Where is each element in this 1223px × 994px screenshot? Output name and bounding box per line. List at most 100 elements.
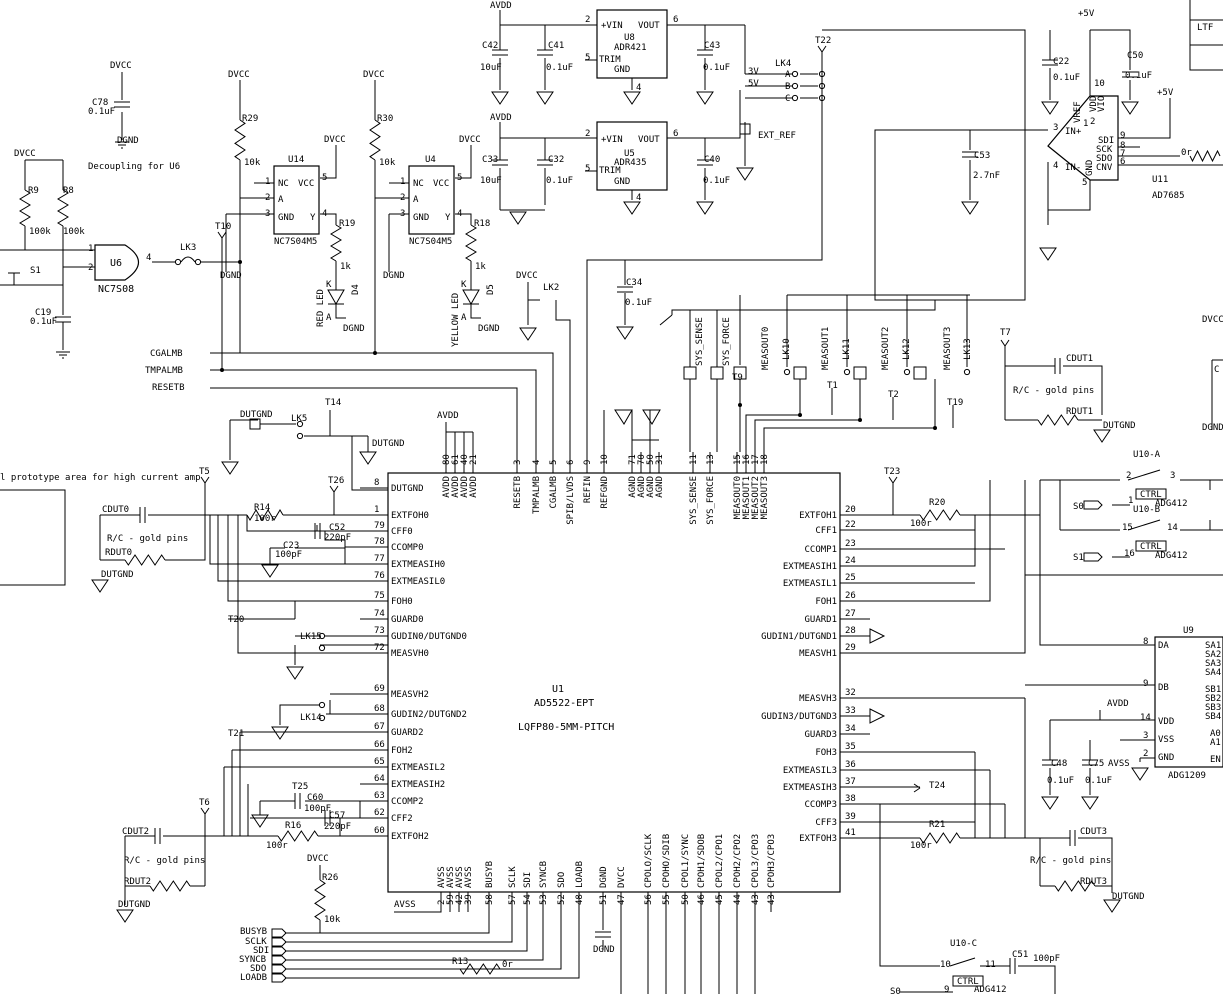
u1-pin-num: 20 — [845, 505, 856, 515]
u6-ref: U6 — [110, 258, 122, 269]
wire — [817, 45, 827, 53]
ground-symbol — [251, 814, 269, 828]
d4-ref: D4 — [351, 284, 361, 295]
u1-pin-num: 22 — [845, 520, 856, 530]
u9-ref: U9 — [1183, 626, 1194, 636]
u1-pin-num: 31 — [655, 454, 665, 465]
ground-symbol — [1093, 429, 1111, 443]
r16-value: 100r — [266, 841, 288, 851]
t1-label: T1 — [827, 381, 838, 391]
u1-pin-num: 38 — [845, 794, 856, 804]
u5-vin: +VIN — [601, 135, 623, 145]
lk5-ref: LK5 — [291, 414, 307, 424]
lk14-ref: LK14 — [300, 713, 322, 723]
t20-label: T20 — [228, 615, 244, 625]
ground-symbol — [696, 201, 714, 215]
net-syncb: SYNCB — [239, 955, 266, 965]
bus-connector — [271, 946, 287, 956]
u11-p2: 2 — [1090, 117, 1095, 127]
avss-label: AVSS — [394, 900, 416, 910]
wire — [210, 238, 223, 371]
u10b-p16: 16 — [1124, 549, 1135, 559]
u11-p7: 7 — [1120, 149, 1125, 159]
u11-p10: 10 — [1094, 79, 1105, 89]
pin-ring — [194, 258, 202, 266]
r20-value: 100r — [910, 519, 932, 529]
u1-pin-num: 55 — [662, 894, 672, 905]
u4-a: A — [413, 195, 419, 205]
ground-symbol — [1121, 101, 1139, 115]
u9-gnd: GND — [1158, 753, 1174, 763]
u1-pin-num: 70 — [637, 454, 647, 465]
u6-and-gate: U6 NC7S08 1 2 4 — [88, 244, 151, 295]
pin-ring — [791, 70, 799, 78]
dgnd-label: DGND — [593, 945, 615, 955]
wire — [114, 101, 130, 108]
v3-label: 3V — [748, 67, 759, 77]
wire — [1211, 359, 1223, 430]
u1-pin-name: MEASVH1 — [799, 649, 837, 659]
u10b-p14: 14 — [1167, 523, 1178, 533]
lk10-ref: LK10 — [782, 338, 792, 360]
wire — [24, 159, 64, 190]
wire — [1000, 339, 1010, 347]
ctrl-box — [952, 975, 984, 987]
u1-pin-num: 66 — [374, 740, 385, 750]
wire — [659, 300, 936, 326]
u1-pin-name: AGND — [628, 476, 638, 498]
lk2-ref: LK2 — [543, 283, 559, 293]
r0r-value: 0r — [1181, 148, 1192, 158]
u1-pin-name: SDI — [523, 872, 533, 888]
u11-vio: VIO — [1097, 96, 1107, 112]
t5-label: T5 — [199, 467, 210, 477]
pin-ring — [318, 714, 326, 722]
u1-pin-name: SDO — [557, 872, 567, 888]
u1-pin-num: 72 — [374, 643, 385, 653]
u1-pin-num: 15 — [733, 454, 743, 465]
t10-label: T10 — [215, 222, 231, 232]
u1-pin-num: 52 — [557, 894, 567, 905]
c78-ref: C78 — [92, 98, 108, 108]
net-sdi: SDI — [253, 946, 269, 956]
u10a-p1: 1 — [1128, 496, 1133, 506]
r13-value: 0r — [502, 960, 513, 970]
u8-vin: +VIN — [601, 21, 623, 31]
u1-pin-name: EXTMEASIL1 — [783, 579, 837, 589]
u1-pin-num: 26 — [845, 591, 856, 601]
resistor-symbol — [149, 880, 191, 892]
u10b-p15: 15 — [1122, 523, 1133, 533]
prototype-note: l prototype area for high current amp — [0, 473, 200, 483]
cdut3-ref: CDUT3 — [1080, 827, 1107, 837]
u9-a0: A0 — [1210, 729, 1221, 739]
u1-pin-name: CPOHO/SDIB — [662, 834, 672, 888]
u4-p5: 5 — [457, 173, 462, 183]
u1-pin-name: AVDD — [469, 476, 479, 498]
u1-pin-num: 56 — [644, 894, 654, 905]
u1-pin-name: CCOMP0 — [391, 543, 424, 553]
dgnd-label: DGND — [117, 136, 139, 146]
u11-p6: 6 — [1120, 157, 1125, 167]
u1-pin-name: MEASOUT3 — [760, 476, 770, 519]
u11-vref: VREF — [1073, 101, 1083, 123]
wire — [200, 807, 210, 815]
c51-value: 100pF — [1033, 954, 1060, 964]
test-connector — [710, 366, 724, 380]
u1-pin-name: EXTMEASIH3 — [783, 783, 837, 793]
u14-p5: 5 — [322, 173, 327, 183]
u1-pin-num: 74 — [374, 609, 385, 619]
u1-pin-name: FOH2 — [391, 746, 413, 756]
ground-symbol — [696, 91, 714, 105]
u1-pin-num: 18 — [760, 454, 770, 465]
p5v-label: +5V — [1157, 88, 1174, 98]
u11-sdi: SDI — [1098, 136, 1114, 146]
t2-label: T2 — [888, 390, 899, 400]
ctrl-box — [1135, 488, 1167, 500]
c53-value: 2.7nF — [973, 171, 1000, 181]
c75-value: 0.1uF — [1085, 776, 1112, 786]
wire — [492, 159, 508, 166]
u1-pin-name: CPOLO/SCLK — [644, 833, 654, 888]
wire — [200, 476, 210, 484]
u1-pin-name: TMPALMB — [532, 476, 542, 514]
u1-pin-name: BUSYB — [485, 861, 495, 888]
bus-connector — [271, 964, 287, 974]
